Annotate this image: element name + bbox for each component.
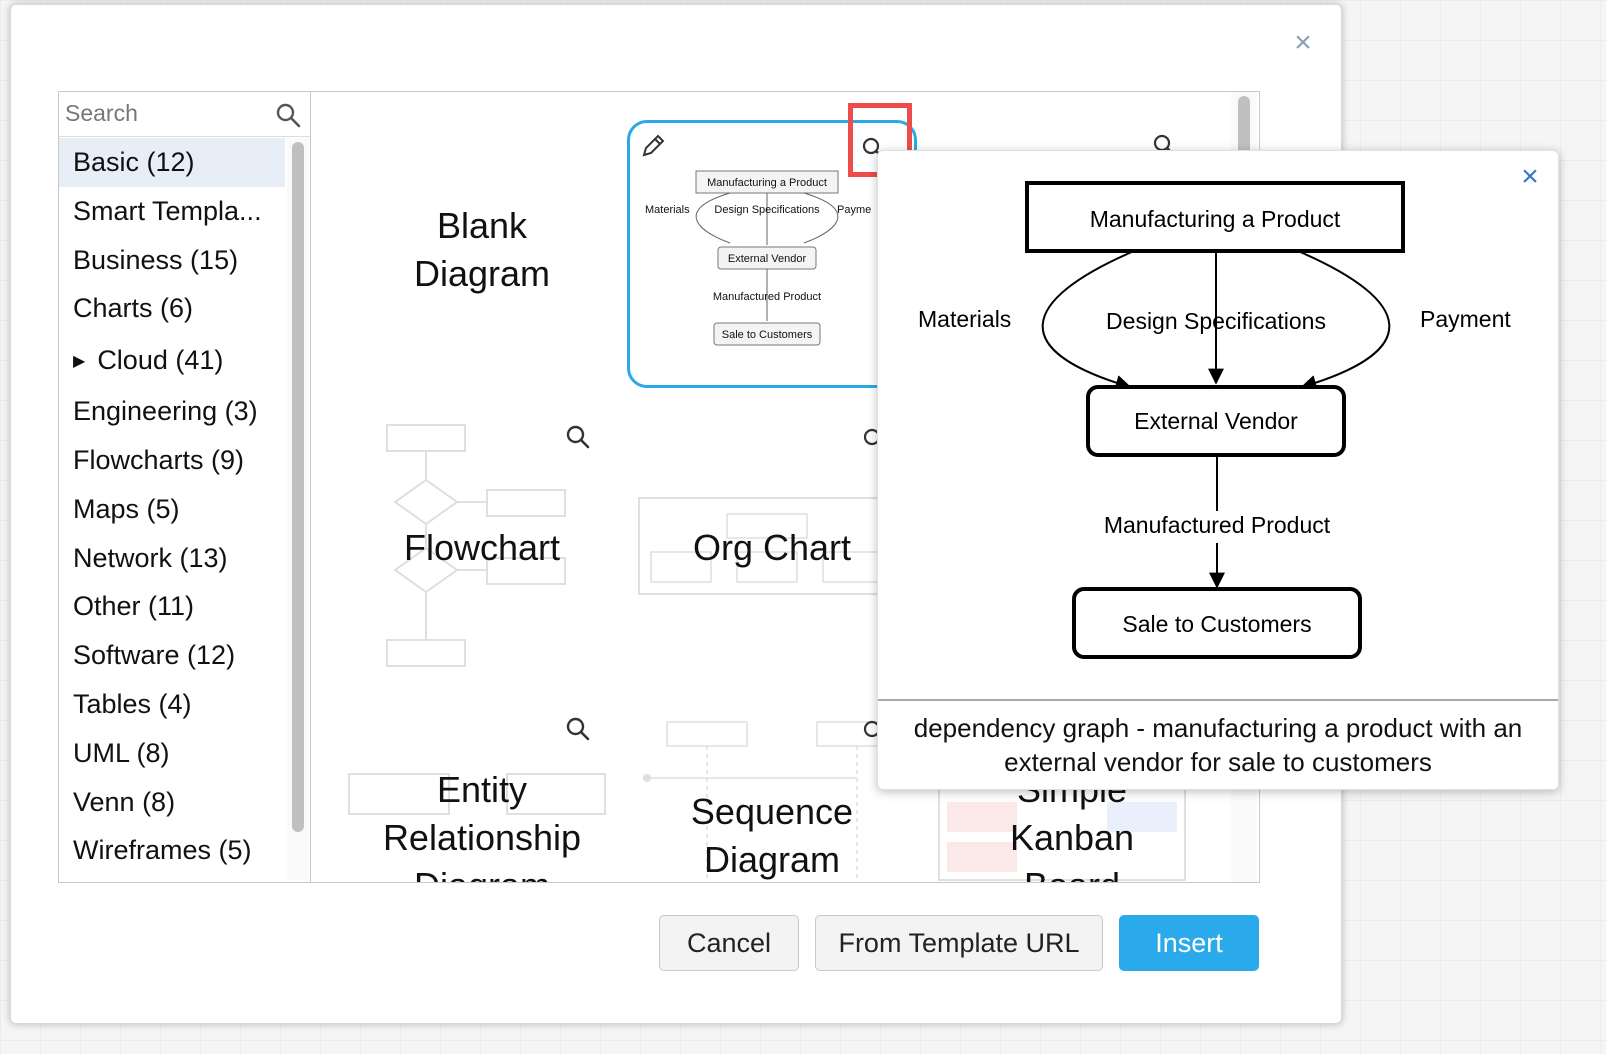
category-maps[interactable]: Maps (5) <box>73 493 180 524</box>
template-kanban-label-2: Kanban <box>1009 817 1135 858</box>
template-er-label-1: Entity <box>436 769 528 810</box>
search-icon[interactable] <box>275 102 301 128</box>
template-preview-popup: × Manufacturing a Product Materials Desi… <box>877 150 1559 790</box>
template-blank-label-2: Diagram <box>413 253 551 294</box>
template-blank-diagram[interactable]: Blank Diagram <box>347 120 617 390</box>
category-business[interactable]: Business (15) <box>73 244 239 275</box>
thumb-design-text: Design Specifications <box>714 204 820 216</box>
template-kanban-label-3: Board <box>927 862 1217 882</box>
grid-scrollbar-thumb[interactable] <box>1238 96 1250 156</box>
dependency-thumbnail: Manufacturing a Product Materials Design… <box>645 170 871 346</box>
zoom-preview-icon[interactable] <box>565 716 591 742</box>
category-network[interactable]: Network (13) <box>73 542 228 573</box>
template-er-label-3: Diagram <box>347 862 617 882</box>
category-other[interactable]: Other (11) <box>73 591 195 622</box>
from-template-url-button[interactable]: From Template URL <box>815 915 1103 971</box>
category-charts[interactable]: Charts (6) <box>73 293 194 324</box>
category-list: Basic (12) Smart Templa... Business (15)… <box>59 138 285 875</box>
preview-materials-text: Materials <box>918 306 1011 332</box>
thumb-vendor-text: External Vendor <box>728 253 807 265</box>
preview-description: dependency graph - manufacturing a produ… <box>913 713 1523 777</box>
pencil-icon[interactable] <box>640 133 666 159</box>
template-er-label-2: Relationship <box>382 817 582 858</box>
template-dependency-graph[interactable]: Manufacturing a Product Materials Design… <box>627 120 917 388</box>
category-tables[interactable]: Tables (4) <box>73 688 192 719</box>
category-venn[interactable]: Venn (8) <box>73 786 176 817</box>
thumb-box-top-text: Manufacturing a Product <box>707 177 827 189</box>
category-software[interactable]: Software (12) <box>73 640 236 671</box>
expand-arrow-icon[interactable]: ▶ <box>73 353 86 371</box>
category-smart-templates[interactable]: Smart Templa... <box>73 195 262 226</box>
category-engineering[interactable]: Engineering (3) <box>73 396 258 427</box>
preview-vendor-text: External Vendor <box>1134 408 1298 434</box>
template-org-chart-label: Org Chart <box>692 527 852 568</box>
search-box <box>59 92 311 137</box>
category-flowcharts[interactable]: Flowcharts (9) <box>73 444 245 475</box>
zoom-preview-icon[interactable] <box>565 424 591 450</box>
preview-diagram: Manufacturing a Product Materials Design… <box>918 181 1511 659</box>
preview-sale-text: Sale to Customers <box>1122 611 1311 637</box>
thumb-product-text: Manufactured Product <box>713 291 821 303</box>
preview-close-icon[interactable]: × <box>1521 160 1539 193</box>
category-cloud-label: Cloud (41) <box>97 345 224 376</box>
sidebar-scrollbar-thumb[interactable] <box>292 142 304 832</box>
thumb-sale-text: Sale to Customers <box>722 329 813 341</box>
thumb-materials-text: Materials <box>645 204 690 216</box>
search-input[interactable] <box>65 98 265 128</box>
template-sequence-label-2: Diagram <box>703 839 841 880</box>
er-thumbnail <box>348 773 606 815</box>
template-entity-relationship[interactable]: Entity Relationship Diagram <box>347 702 617 882</box>
dialog-close-icon[interactable]: × <box>1294 26 1312 59</box>
template-sequence-label-1: Sequence <box>690 791 854 832</box>
category-sidebar: Basic (12) Smart Templa... Business (15)… <box>58 91 311 883</box>
category-cloud[interactable]: ▶ Cloud (41) <box>59 333 285 387</box>
cancel-button[interactable]: Cancel <box>659 915 799 971</box>
preview-box-top-text: Manufacturing a Product <box>1090 206 1341 232</box>
category-basic[interactable]: Basic (12) <box>59 138 285 187</box>
kanban-thumbnail <box>938 773 1186 881</box>
template-sequence-diagram[interactable]: Sequence Diagram <box>627 702 917 882</box>
template-flowchart[interactable]: Flowchart <box>347 410 617 680</box>
sidebar-scrollbar[interactable] <box>287 138 309 880</box>
preview-divider <box>878 699 1558 701</box>
flowchart-thumbnail <box>386 424 566 667</box>
thumb-payment-text: Payme <box>837 204 871 216</box>
template-org-chart[interactable]: Org Chart <box>627 410 917 680</box>
insert-button[interactable]: Insert <box>1119 915 1259 971</box>
template-flowchart-label: Flowchart <box>403 527 561 568</box>
preview-design-text: Design Specifications <box>1106 308 1326 334</box>
preview-payment-text: Payment <box>1420 306 1511 332</box>
template-blank-label-1: Blank <box>436 205 528 246</box>
preview-product-text: Manufactured Product <box>1104 512 1331 538</box>
category-wireframes[interactable]: Wireframes (5) <box>73 835 252 866</box>
category-uml[interactable]: UML (8) <box>73 737 170 768</box>
